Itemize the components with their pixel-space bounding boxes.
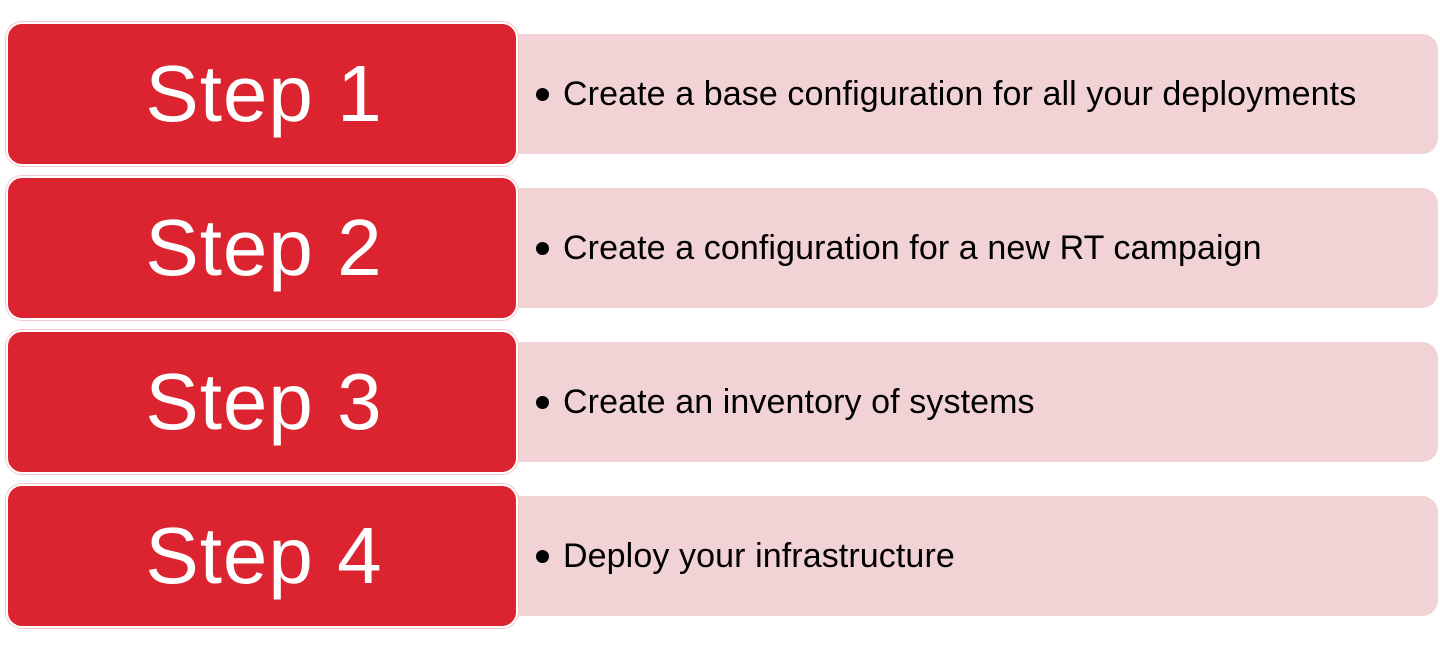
step-label: Step 4 [145, 511, 383, 600]
step-description-box: Create an inventory of systems [506, 342, 1438, 462]
step-label-box: Step 4 [6, 484, 518, 628]
step-description: Create an inventory of systems [563, 382, 1035, 421]
bullet-icon [536, 395, 549, 409]
step-row-2: Create a configuration for a new RT camp… [6, 176, 1438, 320]
step-description-box: Create a base configuration for all your… [506, 34, 1438, 154]
step-label-box: Step 3 [6, 330, 518, 474]
step-description-box: Create a configuration for a new RT camp… [506, 188, 1438, 308]
step-label: Step 3 [145, 357, 383, 446]
step-list: Create a base configuration for all your… [6, 22, 1438, 638]
step-row-1: Create a base configuration for all your… [6, 22, 1438, 166]
step-description-box: Deploy your infrastructure [506, 496, 1438, 616]
step-label-box: Step 2 [6, 176, 518, 320]
bullet-icon [536, 87, 549, 101]
step-label: Step 2 [145, 203, 383, 292]
step-description: Create a base configuration for all your… [563, 74, 1357, 113]
step-row-3: Create an inventory of systems Step 3 [6, 330, 1438, 474]
step-label-box: Step 1 [6, 22, 518, 166]
bullet-icon [536, 241, 549, 255]
bullet-icon [536, 549, 549, 563]
step-description: Create a configuration for a new RT camp… [563, 228, 1262, 267]
step-label: Step 1 [145, 49, 383, 138]
step-description: Deploy your infrastructure [563, 536, 955, 575]
step-row-4: Deploy your infrastructure Step 4 [6, 484, 1438, 628]
